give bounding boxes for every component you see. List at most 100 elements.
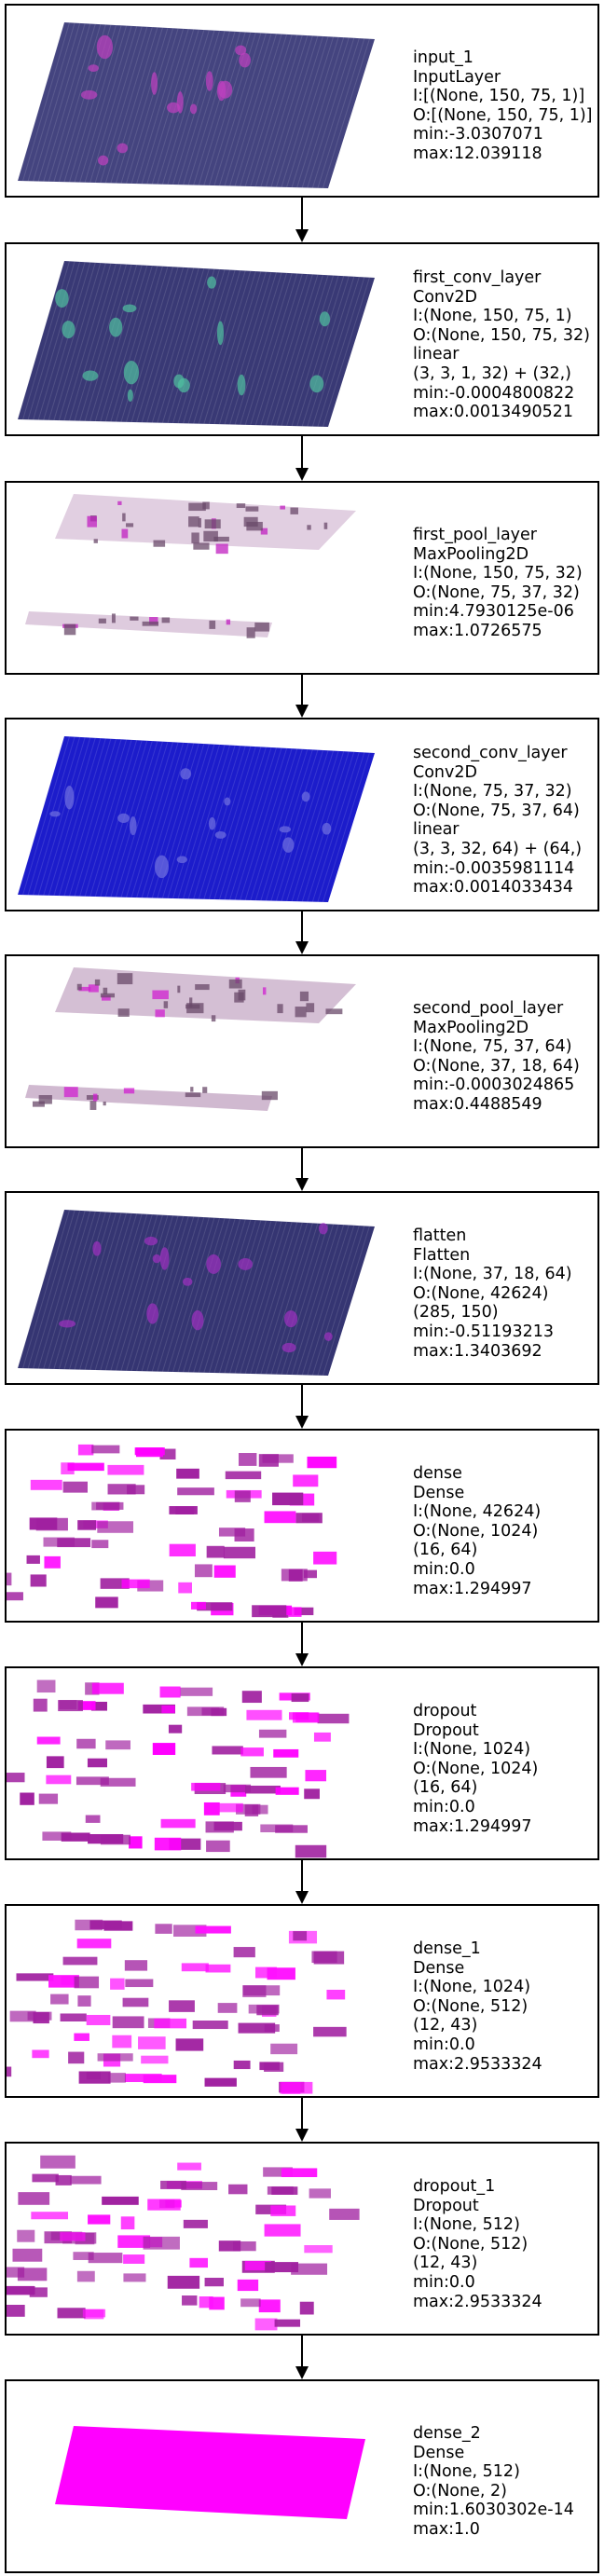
layer-detail: I:(None, 150, 75, 1) [413,307,572,326]
layer-detail: min:4.7930125e-06 [413,602,574,622]
layer-detail: I:(None, 512) [413,2215,520,2235]
layer-name: input_1 [413,48,474,67]
layer-detail: min:0.0 [413,1559,475,1579]
activation-visual [25,494,356,638]
layer-name: second_pool_layer [413,999,564,1018]
layer-detail: (3, 3, 32, 64) + (64,) [413,839,583,858]
layer-detail: I:(None, 42624) [413,1502,542,1522]
layer-detail: linear [413,345,460,364]
layer-name: first_conv_layer [413,268,542,287]
layer-name: first_pool_layer [413,526,537,544]
activation-slab [18,22,375,188]
layer-detail: O:(None, 512) [413,1996,528,2016]
layer-detail: min:-0.51193213 [413,1322,554,1341]
layer-detail: min:-0.0004800822 [413,383,575,403]
layer-detail: (16, 64) [413,1541,478,1560]
layer-detail: max:0.0014033434 [413,878,574,897]
layer-type: Dropout [413,1720,479,1740]
arrow-head-icon [295,1653,309,1666]
layer-detail: max:1.0726575 [413,621,542,640]
arrow-head-icon [295,229,309,242]
layer-detail: max:12.039118 [413,144,542,163]
layer-type: Dense [413,1958,465,1978]
layer-type: Dense [413,2443,465,2462]
activation-slab-lower [25,1085,272,1111]
layer-type: Conv2D [413,287,477,307]
connector-arrow [301,1623,303,1655]
layer-detail: I:(None, 512) [413,2462,520,2482]
layer-name: dense [413,1464,462,1483]
connector-arrow [301,2098,303,2131]
activation-visual [55,2426,365,2519]
layer-detail: (12, 43) [413,2016,478,2035]
layer-name: dense_2 [413,2424,481,2443]
arrow-head-icon [295,1416,309,1429]
layer-detail: I:(None, 1024) [413,1740,531,1760]
layer-detail: (12, 43) [413,2254,478,2273]
arrow-head-icon [295,468,309,481]
layer-detail: O:(None, 37, 18, 64) [413,1056,580,1076]
layer-detail: max:2.9533324 [413,2292,542,2311]
arrow-head-icon [295,2129,309,2142]
layer-type: Conv2D [413,762,477,782]
layer-type: InputLayer [413,67,501,87]
activation-visual [17,260,375,428]
layer-type: Flatten [413,1245,471,1265]
activation-slab-upper [55,967,356,1023]
layer-detail: max:1.294997 [413,1579,532,1598]
layer-detail: min:-0.0003024865 [413,1076,575,1095]
layer-detail: max:2.9533324 [413,2054,542,2074]
connector-arrow [301,1385,303,1418]
layer-detail: min:0.0 [413,2272,475,2292]
layer-name: second_conv_layer [413,744,568,762]
layer-type: Dense [413,1483,465,1502]
connector-arrow [301,198,303,231]
connector-arrow [301,911,303,943]
connector-arrow [301,436,303,470]
layer-detail: (285, 150) [413,1303,499,1322]
activation-visual [7,1444,337,1618]
activation-visual [17,21,375,189]
activation-visual [7,1679,350,1858]
layer-detail: O:[(None, 150, 75, 1)] [413,105,593,125]
layer-type: Dropout [413,2196,479,2215]
arrow-head-icon [295,705,309,718]
arrow-head-icon [295,1178,309,1191]
activation-visual [7,2155,360,2331]
arrow-head-icon [295,941,309,954]
layer-detail: (16, 64) [413,1778,478,1798]
layer-detail: O:(None, 2) [413,2481,507,2501]
activation-visual [7,1919,347,2094]
layer-detail: min:-3.0307071 [413,125,543,144]
connector-arrow [301,1860,303,1893]
layer-detail: max:0.0013490521 [413,403,574,422]
layer-detail: I:(None, 1024) [413,1978,531,1997]
layer-detail: max:0.4488549 [413,1094,542,1114]
layer-detail: I:[(None, 150, 75, 1)] [413,87,585,106]
layer-detail: max:1.0 [413,2519,480,2539]
layer-detail: linear [413,820,460,840]
layer-detail: I:(None, 150, 75, 32) [413,564,583,583]
layer-detail: O:(None, 512) [413,2234,528,2254]
layer-detail: (3, 3, 1, 32) + (32,) [413,363,571,383]
layer-detail: I:(None, 75, 37, 64) [413,1037,572,1057]
layer-detail: min:-0.0035981114 [413,858,575,878]
